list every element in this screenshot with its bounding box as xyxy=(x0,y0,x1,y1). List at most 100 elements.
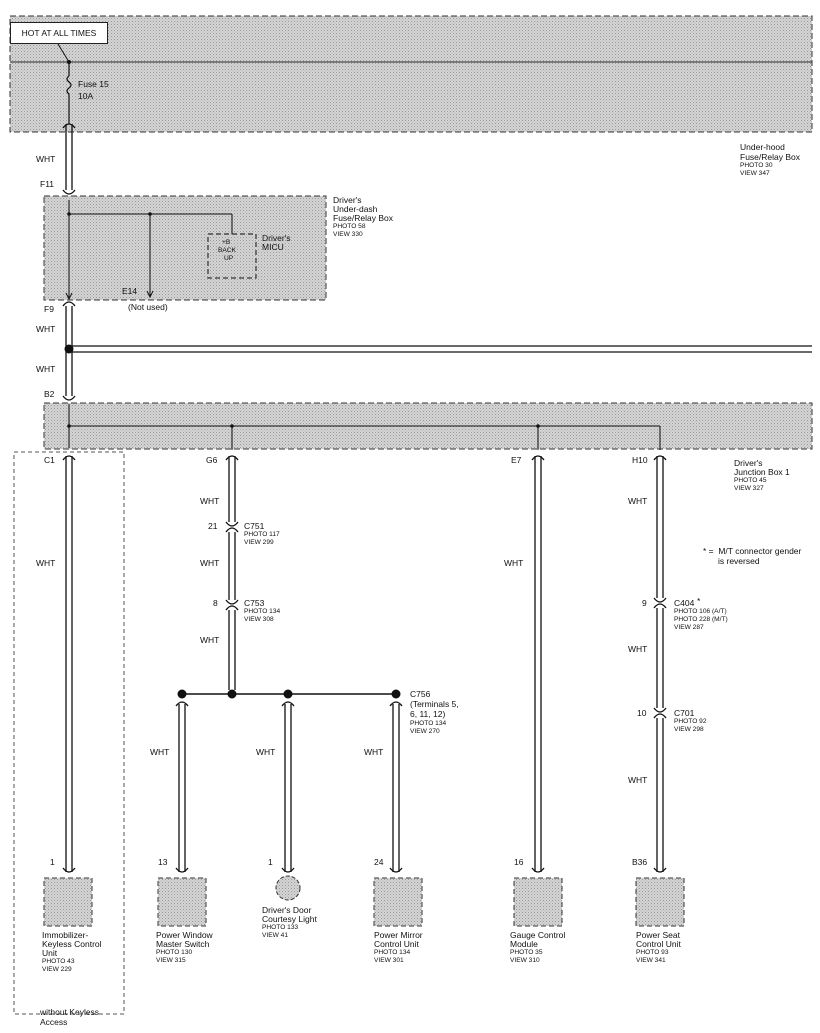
c701-pin: 10 xyxy=(637,708,647,718)
power-seat-pin: B36 xyxy=(632,857,648,867)
immobilizer-name2: Keyless Control xyxy=(42,939,102,949)
keyless-note-line1: without Keyless xyxy=(40,1007,100,1017)
wire-color-label: WHT xyxy=(504,558,524,568)
immobilizer-photo: PHOTO 43 xyxy=(42,958,75,965)
c751-pin: 21 xyxy=(208,521,218,531)
power-window-photo: PHOTO 130 xyxy=(156,949,193,956)
e7-wire xyxy=(531,455,545,872)
fuse-symbol xyxy=(66,62,72,124)
fuse-rating: 10A xyxy=(78,91,94,101)
power-seat-name1: Power Seat xyxy=(636,930,680,940)
c756-photo: PHOTO 134 xyxy=(410,720,447,727)
power-mirror-name2: Control Unit xyxy=(374,939,419,949)
courtesy-light-photo: PHOTO 133 xyxy=(262,924,299,931)
terminal-f9: F9 xyxy=(44,304,54,314)
c751-view: VIEW 299 xyxy=(244,539,274,546)
gauge-module-view: VIEW 310 xyxy=(510,957,540,964)
terminal-c1: C1 xyxy=(44,455,55,465)
courtesy-light-name2: Courtesy Light xyxy=(262,914,317,924)
micu-name1: Driver's xyxy=(262,233,291,243)
wire-color-label: WHT xyxy=(628,496,648,506)
c751-name: C751 xyxy=(244,521,265,531)
terminal-g6: G6 xyxy=(206,455,218,465)
micu-name2: MICU xyxy=(262,242,284,252)
under-hood-line1: Under-hood xyxy=(740,142,785,152)
c751-photo: PHOTO 117 xyxy=(244,531,280,538)
c701-photo: PHOTO 92 xyxy=(674,718,707,725)
power-mirror-name1: Power Mirror xyxy=(374,930,423,940)
junction-photo: PHOTO 45 xyxy=(734,477,767,484)
gauge-module-name1: Gauge Control xyxy=(510,930,566,940)
wire-color-label: WHT xyxy=(364,747,384,757)
under-hood-photo: PHOTO 30 xyxy=(740,162,773,169)
c404-view: VIEW 287 xyxy=(674,624,704,631)
power-window-view: VIEW 315 xyxy=(156,957,186,964)
wire-color-label: WHT xyxy=(36,364,56,374)
power-seat-photo: PHOTO 93 xyxy=(636,949,669,956)
courtesy-light-name1: Driver's Door xyxy=(262,905,312,915)
micu-inner2: BACK xyxy=(218,247,236,254)
power-window-name2: Master Switch xyxy=(156,939,210,949)
junction-view: VIEW 327 xyxy=(734,485,764,492)
wire-color-label: WHT xyxy=(200,635,220,645)
courtesy-light-pin: 1 xyxy=(268,857,273,867)
power-window-switch-box xyxy=(157,877,207,927)
c753-photo: PHOTO 134 xyxy=(244,608,281,615)
underdash-photo: PHOTO 58 xyxy=(333,223,366,230)
c404-photo2: PHOTO 228 (M/T) xyxy=(674,616,728,623)
c756-line3: 6, 11, 12) xyxy=(410,709,446,719)
power-mirror-view: VIEW 301 xyxy=(374,957,404,964)
keyless-note-line2: Access xyxy=(40,1017,68,1027)
wire-color-label: WHT xyxy=(628,644,648,654)
power-window-pin: 13 xyxy=(158,857,168,867)
gauge-module-box xyxy=(513,877,563,927)
wire-color-label: WHT xyxy=(36,154,56,164)
under-hood-box xyxy=(9,15,813,133)
c404-pin: 9 xyxy=(642,598,647,608)
underdash-line1: Driver's xyxy=(333,195,362,205)
gauge-module-photo: PHOTO 35 xyxy=(510,949,543,956)
wire-color-label: WHT xyxy=(628,775,648,785)
courtesy-light-view: VIEW 41 xyxy=(262,932,289,939)
power-seat-name2: Control Unit xyxy=(636,939,681,949)
c404-photo1: PHOTO 106 (A/T) xyxy=(674,608,727,615)
c753-view: VIEW 308 xyxy=(244,616,274,623)
micu-inner3: UP xyxy=(224,255,234,262)
c701-view: VIEW 298 xyxy=(674,726,704,733)
underdash-view: VIEW 330 xyxy=(333,231,363,238)
wire-color-label: WHT xyxy=(200,558,220,568)
c753-pin: 8 xyxy=(213,598,218,608)
c701-name: C701 xyxy=(674,708,695,718)
power-seat-unit-box xyxy=(635,877,685,927)
under-hood-view: VIEW 347 xyxy=(740,170,770,177)
micu-backup-box xyxy=(207,233,257,279)
terminal-e14: E14 xyxy=(122,286,138,296)
g6-wire xyxy=(225,455,239,690)
power-seat-view: VIEW 341 xyxy=(636,957,666,964)
under-hood-line2: Fuse/Relay Box xyxy=(740,152,800,162)
wire-color-label: WHT xyxy=(36,558,56,568)
c404-asterisk: * xyxy=(697,596,701,606)
terminal-h10: H10 xyxy=(632,455,648,465)
power-mirror-photo: PHOTO 134 xyxy=(374,949,411,956)
gauge-module-pin: 16 xyxy=(514,857,524,867)
junction-line2: Junction Box 1 xyxy=(734,467,790,477)
splice-point xyxy=(64,344,74,354)
c753-name: C753 xyxy=(244,598,265,608)
underdash-line2: Under-dash xyxy=(333,204,378,214)
wire-color-label: WHT xyxy=(36,324,56,334)
immobilizer-unit-box xyxy=(43,877,93,927)
wire-color-label: WHT xyxy=(256,747,276,757)
micu-inner1: +B xyxy=(222,239,231,246)
terminal-f11: F11 xyxy=(40,179,55,189)
hot-at-all-times-label: HOT AT ALL TIMES xyxy=(10,22,108,44)
not-used-label: (Not used) xyxy=(128,302,168,312)
terminal-b2: B2 xyxy=(44,389,55,399)
c756-line2: (Terminals 5, xyxy=(410,699,459,709)
power-mirror-unit-box xyxy=(373,877,423,927)
note-line1: * = M/T connector gender xyxy=(703,546,802,556)
gauge-module-name2: Module xyxy=(510,939,538,949)
terminal-e7: E7 xyxy=(511,455,522,465)
junction-line1: Driver's xyxy=(734,458,763,468)
